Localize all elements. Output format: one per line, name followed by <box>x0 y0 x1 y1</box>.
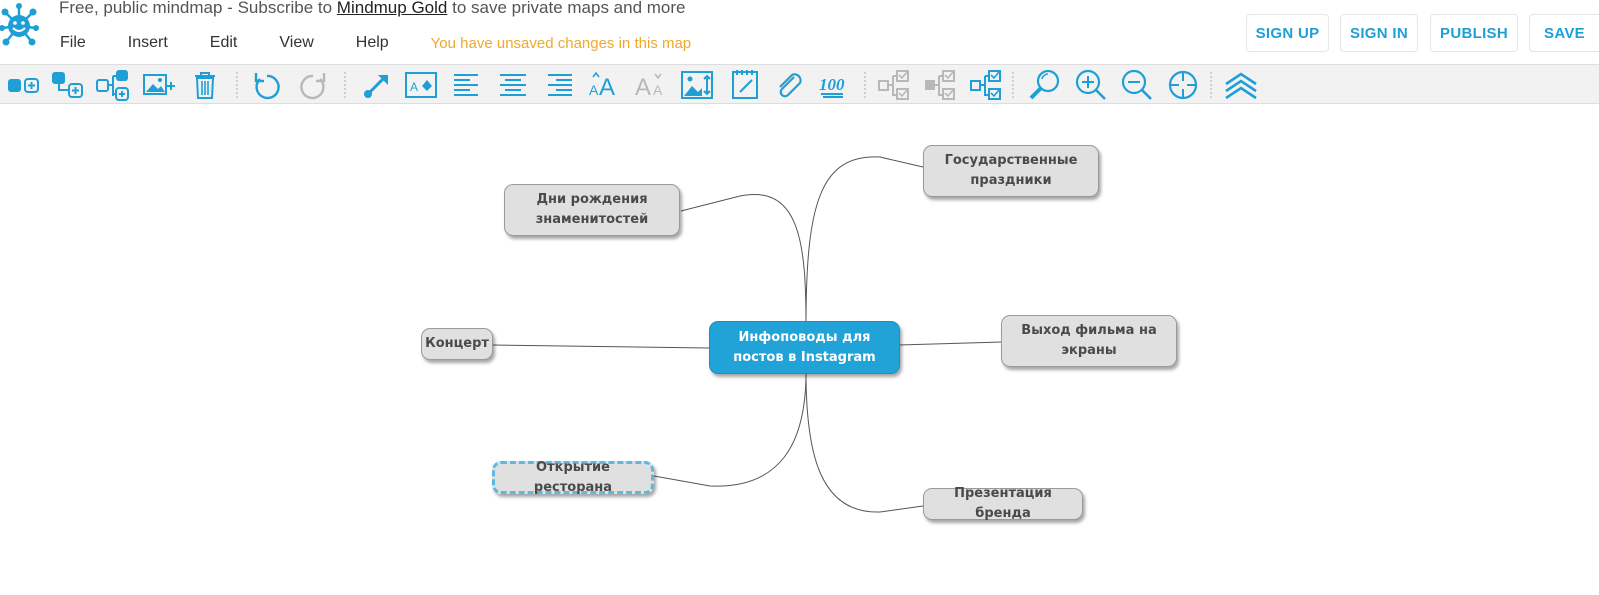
add-child-icon[interactable] <box>50 68 84 102</box>
add-image-icon[interactable] <box>142 68 176 102</box>
toolbar-separator <box>864 72 866 98</box>
menu-help[interactable]: Help <box>355 34 389 51</box>
note-icon[interactable] <box>728 68 762 102</box>
link-restaurant <box>653 371 807 487</box>
toolbar-separator <box>1210 72 1212 98</box>
save-button[interactable]: SAVE <box>1529 14 1599 52</box>
menu-edit[interactable]: Edit <box>209 34 238 51</box>
svg-text:A: A <box>653 82 663 98</box>
delete-icon[interactable] <box>188 68 222 102</box>
text-style-icon[interactable]: A <box>404 68 438 102</box>
link-birthdays <box>680 194 807 326</box>
node-concert[interactable]: Концерт <box>421 328 493 360</box>
node-holidays[interactable]: Государственные праздники <box>923 145 1099 197</box>
zoom-in-icon[interactable] <box>1074 68 1108 102</box>
attachment-icon[interactable] <box>772 68 806 102</box>
unsaved-changes-notice: You have unsaved changes in this map <box>430 34 692 52</box>
node-birthdays[interactable]: Дни рождения знаменитостей <box>504 184 680 236</box>
toolbar-separator <box>236 72 238 98</box>
find-icon[interactable] <box>1028 68 1062 102</box>
app-header: Free, public mindmap - Subscribe to Mind… <box>0 0 1599 64</box>
mindmap-connectors <box>491 156 1003 513</box>
toolbar-separator <box>1012 72 1014 98</box>
align-right-icon[interactable] <box>542 68 576 102</box>
svg-text:100: 100 <box>819 75 845 94</box>
connect-icon[interactable] <box>360 68 394 102</box>
link-brand <box>805 371 924 513</box>
link-movie <box>898 341 1003 346</box>
svg-text:A: A <box>589 82 599 98</box>
banner-suffix: to save private maps and more <box>452 0 686 17</box>
menu-view[interactable]: View <box>279 34 314 51</box>
sign-in-button[interactable]: SIGN IN <box>1340 14 1418 52</box>
subscribe-banner: Free, public mindmap - Subscribe to Mind… <box>59 0 686 18</box>
svg-text:A: A <box>599 74 615 101</box>
expand-progress-icon[interactable] <box>970 68 1004 102</box>
node-movie[interactable]: Выход фильма на экраны <box>1001 315 1177 367</box>
mindmup-logo[interactable] <box>0 0 42 50</box>
resize-image-icon[interactable] <box>680 68 714 102</box>
align-left-icon[interactable] <box>450 68 484 102</box>
progress-icon[interactable]: 100 <box>818 68 852 102</box>
node-root[interactable]: Инфоповоды для постов в Instagram <box>709 321 900 374</box>
toolbar-separator <box>344 72 346 98</box>
menu-file[interactable]: File <box>60 34 86 51</box>
menu-bar: File Insert Edit View Help You have unsa… <box>60 33 691 53</box>
add-sibling-icon[interactable] <box>6 68 40 102</box>
menu-insert[interactable]: Insert <box>127 34 168 51</box>
publish-button[interactable]: PUBLISH <box>1430 14 1518 52</box>
collapse-toolbar-icon[interactable] <box>1224 68 1258 102</box>
align-center-icon[interactable] <box>496 68 530 102</box>
move-progress-icon[interactable] <box>924 68 958 102</box>
mindmap-canvas[interactable]: Государственные праздники Дни рождения з… <box>0 104 1599 595</box>
banner-prefix: Free, public mindmap - Subscribe to <box>59 0 333 17</box>
node-restaurant[interactable]: Открытие ресторана <box>492 460 654 495</box>
svg-text:A: A <box>410 80 418 94</box>
node-brand[interactable]: Презентация бренда <box>923 486 1083 521</box>
undo-icon[interactable] <box>250 68 284 102</box>
redo-icon[interactable] <box>296 68 330 102</box>
zoom-out-icon[interactable] <box>1120 68 1154 102</box>
add-subtree-icon[interactable] <box>96 68 130 102</box>
link-holidays <box>805 156 924 326</box>
sign-up-button[interactable]: SIGN UP <box>1246 14 1329 52</box>
mindmup-gold-link[interactable]: Mindmup Gold <box>336 0 448 17</box>
collapse-progress-icon[interactable] <box>878 68 912 102</box>
svg-text:A: A <box>635 74 651 101</box>
center-icon[interactable] <box>1166 68 1200 102</box>
link-concert <box>491 344 710 349</box>
